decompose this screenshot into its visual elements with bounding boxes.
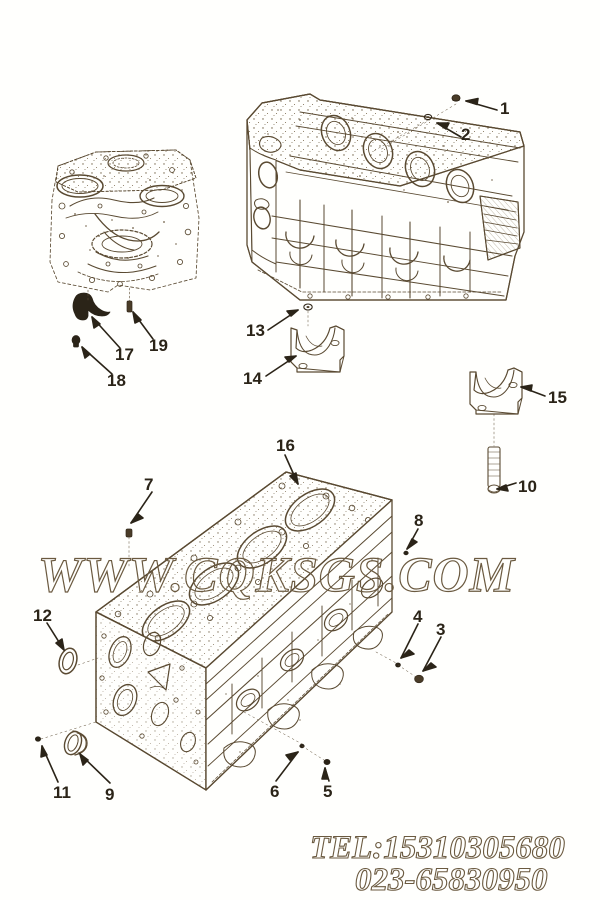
callout-10: 10 <box>518 477 537 496</box>
callout-7: 7 <box>144 475 154 494</box>
block-isometric-view <box>35 471 424 791</box>
part-10-long-stud-bolt <box>487 446 501 494</box>
site-watermark: WWW.CQKSGS.COM <box>37 545 516 602</box>
part-1-cap-screw <box>451 94 461 102</box>
callout-19: 19 <box>149 336 168 355</box>
callout-8: 8 <box>414 511 424 530</box>
callout-2: 2 <box>461 125 471 144</box>
part-5-plug <box>323 759 331 765</box>
callout-16: 16 <box>276 436 295 455</box>
callout-4: 4 <box>413 607 423 626</box>
part-9-sleeve-bushing <box>63 730 88 756</box>
part-17-oil-nozzle <box>72 292 111 321</box>
callout-12: 12 <box>33 606 52 625</box>
part-14-main-bearing-cap <box>290 325 345 373</box>
rear-block-view <box>49 149 200 348</box>
phone-watermark-line1: TEL:15310305680 <box>309 829 565 866</box>
part-7-dowel-pin <box>125 528 133 538</box>
callout-13: 13 <box>246 321 265 340</box>
callout-18: 18 <box>107 371 126 390</box>
callout-1: 1 <box>500 99 510 118</box>
part-12-o-ring-seal <box>58 647 78 675</box>
block-top-view <box>246 93 525 494</box>
phone-watermark-line2: 023-65830950 <box>354 861 548 898</box>
callout-11: 11 <box>53 783 71 802</box>
callout-5: 5 <box>323 782 333 801</box>
part-15-main-bearing-cap <box>469 367 523 415</box>
part-8-dowel-pin <box>403 550 409 556</box>
callout-6: 6 <box>270 782 280 801</box>
callout-14: 14 <box>243 369 262 388</box>
callout-17: 17 <box>115 345 134 364</box>
callout-3: 3 <box>436 620 446 639</box>
part-19-dowel-pin <box>126 300 133 313</box>
part-18-plug <box>71 335 81 348</box>
part-13-washer <box>303 303 313 311</box>
callout-15: 15 <box>548 388 567 407</box>
part-11-plug <box>35 736 41 742</box>
part-2-washer <box>423 113 433 121</box>
callout-9: 9 <box>105 785 115 804</box>
